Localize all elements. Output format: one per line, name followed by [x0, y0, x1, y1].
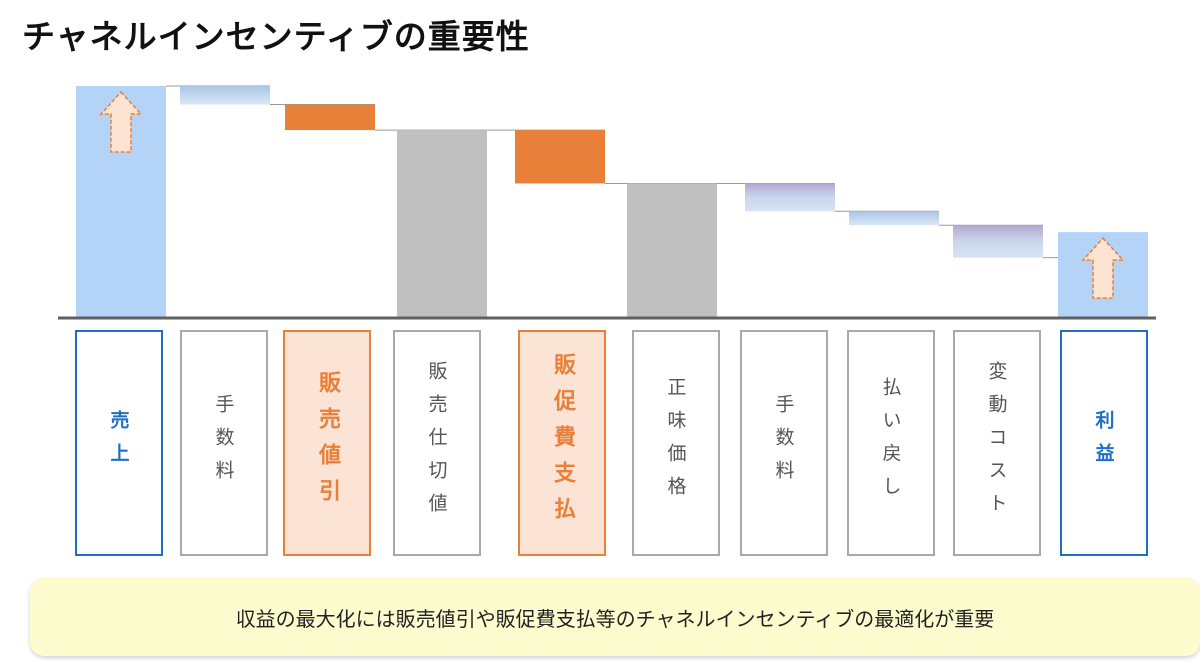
category-label-box: 売上: [75, 330, 163, 556]
bar-4: [397, 130, 487, 318]
category-label-box: 販売値引: [283, 330, 371, 556]
up-arrow-icon: [99, 90, 143, 153]
category-label: 利益: [1092, 410, 1115, 476]
category-label: 販促費支払: [550, 353, 575, 533]
footer-text: 収益の最大化には販売値引や販促費支払等のチャネルインセンティブの最適化が重要: [235, 606, 995, 631]
category-label-box: 手数料: [180, 330, 268, 556]
category-label: 販売仕切値: [425, 360, 448, 526]
bar-9: [953, 225, 1043, 258]
waterfall-chart: [58, 85, 1156, 320]
category-label: 払い戻し: [879, 377, 902, 509]
category-label: 売上: [107, 410, 130, 476]
category-label-box: 正味価格: [632, 330, 720, 556]
category-label-box: 払い戻し: [847, 330, 935, 556]
category-label-box: 手数料: [740, 330, 828, 556]
bar-5: [515, 130, 605, 184]
category-label-box: 販売仕切値: [393, 330, 481, 556]
category-label-box: 販促費支払: [518, 330, 606, 556]
bar-2: [180, 86, 270, 105]
category-label: 販売値引: [315, 371, 340, 515]
bar-8: [849, 211, 939, 226]
category-label: 変動コスト: [985, 360, 1008, 526]
bar-7: [745, 183, 835, 212]
category-label-box: 変動コスト: [953, 330, 1041, 556]
category-label: 手数料: [212, 393, 235, 493]
category-label-box: 利益: [1060, 330, 1148, 556]
page-title: チャネルインセンティブの重要性: [22, 17, 530, 56]
bar-3: [285, 104, 375, 131]
category-label: 正味価格: [664, 377, 687, 509]
category-label: 手数料: [772, 393, 795, 493]
footer-callout: 収益の最大化には販売値引や販促費支払等のチャネルインセンティブの最適化が重要: [30, 578, 1200, 656]
bar-6: [627, 183, 717, 318]
up-arrow-icon: [1081, 237, 1125, 299]
